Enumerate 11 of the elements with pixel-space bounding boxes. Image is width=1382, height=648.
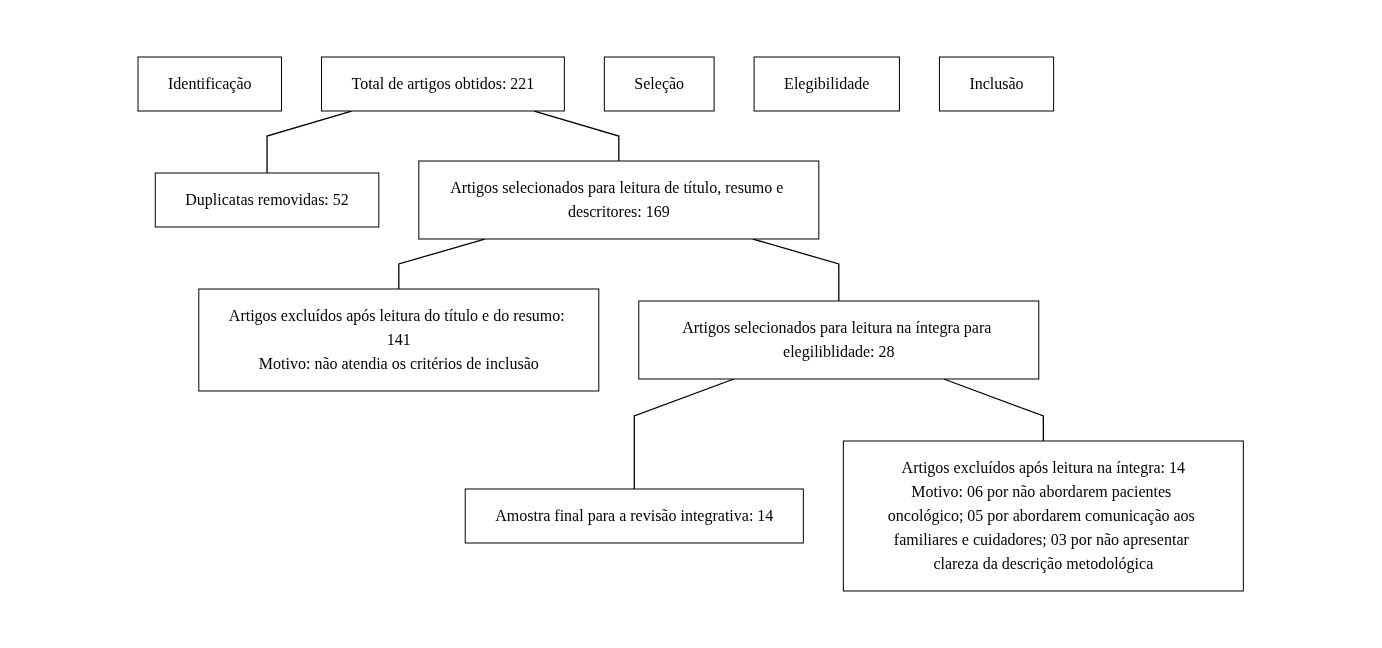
node-box: Artigos selecionados para leitura na íntegra para elegiliblidade: 28 <box>638 300 1040 380</box>
node-box: Elegibilidade <box>753 56 901 112</box>
node-box: Amostra final para a revisão integrativa: 14 <box>465 488 805 544</box>
node-box: Artigos excluídos após leitura na íntegra: 14 Motivo: 06 por não abordarem pacientes oncológico; 05 por abordarem comunicação aos familiares e cuidadores; 03 por não apresentar clareza da descrição metodológica <box>843 440 1245 592</box>
node-box: Duplicatas removidas: 52 <box>155 172 380 228</box>
node-box: Inclusão <box>939 56 1055 112</box>
node-box: Artigos excluídos após leitura do título e do resumo: 141 Motivo: não atendia os critérios de inclusão <box>198 288 600 392</box>
node-box: Identificação <box>137 56 283 112</box>
node-box: Total de artigos obtidos: 221 <box>321 56 566 112</box>
node-box: Seleção <box>604 56 715 112</box>
node-box: Artigos selecionados para leitura de título, resumo e descritores: 169 <box>418 160 820 240</box>
